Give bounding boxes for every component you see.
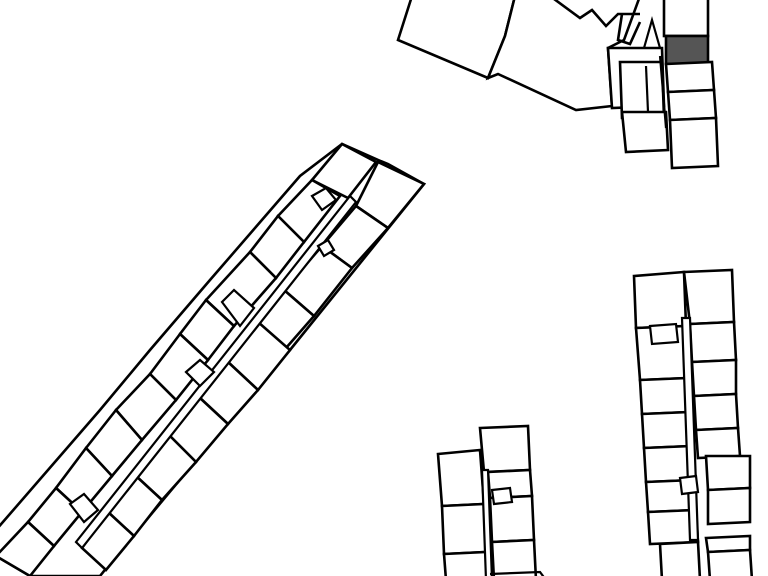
stair-bottom-center [490,486,514,506]
unit-bc-right-4[interactable] [490,538,538,576]
bottom-center-ledge [489,570,545,576]
unit-right-left-8[interactable] [658,540,702,576]
unit-bc-left-3[interactable] [442,550,490,576]
unit-bc-left-1[interactable] [436,448,486,508]
stair-diagonal-2 [316,238,336,258]
unit-bc-right-1[interactable] [478,424,532,474]
unit-right-right-1[interactable] [682,268,736,326]
building-bottom-center [436,424,545,576]
unit-right-right-2[interactable] [688,320,738,364]
building-diagonal [0,142,427,576]
stair-diagonal-3 [220,288,256,328]
building-top-center [396,0,670,154]
stair-diagonal-1 [310,186,338,212]
building-top-center-wing-e[interactable] [620,110,670,154]
corridor-bottom-center [480,468,493,576]
unit-top-right-column-5[interactable] [668,116,720,170]
unit-top-right-column-3[interactable] [664,60,716,94]
unit-right-left-1[interactable] [632,270,688,330]
unit-right-right-5[interactable] [694,426,742,460]
corridor-top-right [658,55,668,129]
unit-right-right-7[interactable] [706,486,752,526]
building-top-center-stair [642,15,662,49]
unit-bc-left-2[interactable] [440,502,488,556]
unit-top-right-column-1[interactable] [662,0,710,38]
stair-diagonal-5 [68,492,100,524]
unit-right-left-3[interactable] [638,376,692,416]
stair-diagonal-4 [184,358,216,388]
unit-top-right-column-2[interactable] [664,34,710,66]
unit-right-right-4[interactable] [692,392,740,432]
building-top-center-divider [644,65,650,113]
unit-top-right-column-4[interactable] [666,88,718,122]
unit-right-right-3[interactable] [690,358,738,398]
unit-diag-left-11[interactable] [0,520,56,576]
building-top-center-wing-d[interactable] [618,60,666,120]
stair-right-2 [678,474,700,496]
building-right [632,268,754,576]
unit-right-right-9[interactable] [706,548,754,576]
stair-right-1 [648,322,680,346]
building-top-center-wing-b[interactable] [485,0,640,112]
building-top-center-detail-2 [616,13,642,46]
building-top-right-column [658,0,720,170]
unit-right-right-6[interactable] [704,454,752,492]
corridor-diagonal [74,194,358,550]
